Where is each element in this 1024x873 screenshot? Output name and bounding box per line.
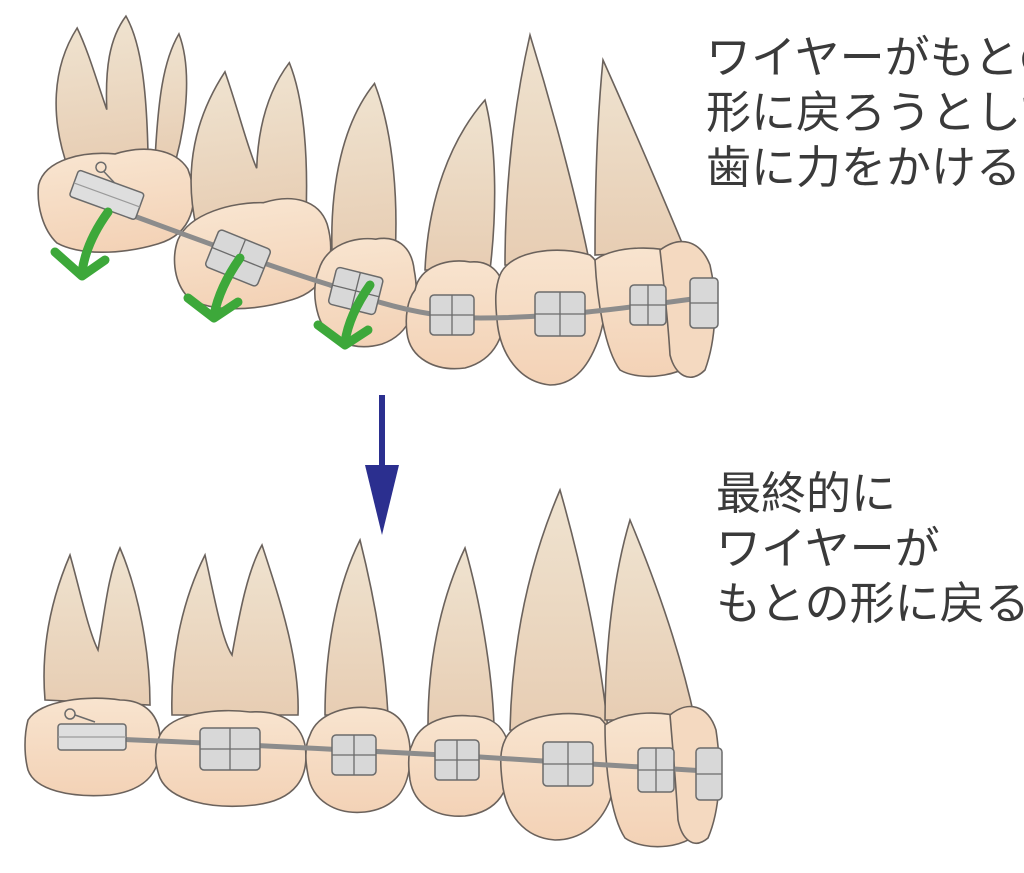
tooth-premolar-2-root <box>427 545 495 726</box>
tooth-molar-1-root <box>43 545 151 706</box>
archwire-before <box>89 197 716 321</box>
tooth-canine-root <box>509 487 609 731</box>
appliance-after <box>57 708 723 801</box>
force-arrows <box>50 207 375 350</box>
bracket-icon <box>637 747 675 793</box>
bracket-icon <box>689 277 719 329</box>
tooth-incisor-root <box>594 56 687 256</box>
caption-line: ワイヤーが <box>716 522 940 575</box>
tooth-canine-root <box>504 31 591 266</box>
caption-line: もとの形に戻る <box>716 577 1024 630</box>
caption-after: 最終的に ワイヤーが もとの形に戻る <box>716 466 1024 631</box>
bracket-icon <box>199 727 261 771</box>
caption-line: 歯に力をかける <box>706 141 1022 194</box>
bracket-icon <box>534 291 586 337</box>
tooth-premolar-2-root <box>424 98 496 271</box>
bracket-icon <box>695 747 723 801</box>
caption-line: 形に戻ろうとして <box>706 86 1024 139</box>
tooth-incisor-crown-2 <box>669 705 721 844</box>
arrow-down-icon <box>365 395 399 535</box>
tooth-premolar-1-root <box>324 537 389 716</box>
bracket-icon <box>429 294 475 336</box>
molar-tube-icon <box>69 161 145 220</box>
bracket-icon <box>542 741 594 787</box>
molar-tube-icon <box>57 708 127 751</box>
appliance-before <box>69 161 719 337</box>
bracket-icon <box>434 739 480 781</box>
tooth-incisor-root <box>604 517 696 721</box>
bracket-icon <box>331 734 377 776</box>
curved-arrow-down-icon <box>183 253 245 323</box>
caption-line: 最終的に <box>716 467 897 520</box>
tooth-molar-2-root <box>171 543 299 716</box>
tooth-molar-1 <box>37 14 195 253</box>
curved-arrow-down-icon <box>50 207 113 281</box>
teeth-row-after <box>24 487 721 848</box>
curved-arrow-down-icon <box>313 280 375 350</box>
bracket-icon <box>629 284 667 326</box>
tooth-incisor-crown-2 <box>659 240 716 378</box>
